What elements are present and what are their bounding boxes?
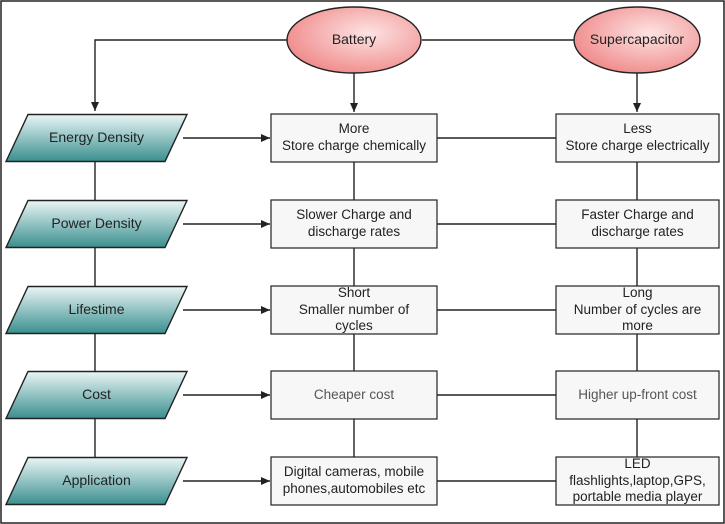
supercapacitor-box-cost (555, 370, 720, 420)
battery-text-power-density: Slower Charge and discharge rates (296, 207, 412, 239)
parameter-label-application: Application (62, 472, 131, 489)
supercapacitor-text-cost: Higher up-front cost (578, 386, 697, 402)
arrow-battery-to-parameters (91, 39, 288, 111)
supercapacitor-oval (573, 6, 701, 74)
battery-box-application (270, 456, 438, 506)
parameter-label-cost: Cost (82, 386, 111, 403)
supercapacitor-text-application: LED flashlights,laptop,GPS, portable med… (569, 455, 706, 505)
supercapacitor-box-lifetime (555, 285, 720, 335)
parameter-application (4, 456, 189, 506)
battery-box-power-density (270, 199, 438, 249)
parameter-label-power-density: Power Density (51, 215, 142, 232)
battery-text-application: Digital cameras, mobile phones,automobil… (282, 464, 426, 496)
battery-box-cost (270, 370, 438, 420)
parameter-power-density (4, 199, 189, 249)
battery-header: Battery (331, 31, 377, 48)
parameter-energy-density (4, 113, 189, 163)
battery-text-energy-density: More Store charge chemically (281, 121, 427, 153)
parameter-lifetime (4, 285, 189, 335)
supercapacitor-text-energy-density: Less Store charge electrically (565, 121, 710, 153)
supercapacitor-box-application (555, 456, 720, 506)
supercapacitor-header: Supercapacitor (589, 31, 685, 48)
battery-box-lifetime (270, 285, 438, 335)
parameter-label-energy-density: Energy Density (49, 129, 144, 146)
diagram-shapes (4, 6, 720, 506)
parameter-cost (4, 370, 189, 420)
supercapacitor-text-power-density: Faster Charge and discharge rates (581, 207, 694, 239)
supercapacitor-box-power-density (555, 199, 720, 249)
supercapacitor-text-lifetime: Long Number of cycles are more (573, 284, 702, 334)
battery-text-cost: Cheaper cost (313, 386, 395, 402)
parameter-label-lifetime: Lifestime (68, 301, 125, 318)
supercapacitor-box-energy-density (555, 113, 720, 163)
battery-box-energy-density (270, 113, 438, 163)
battery-text-lifetime: Short Smaller number of cycles (298, 284, 410, 334)
battery-oval (286, 6, 422, 74)
